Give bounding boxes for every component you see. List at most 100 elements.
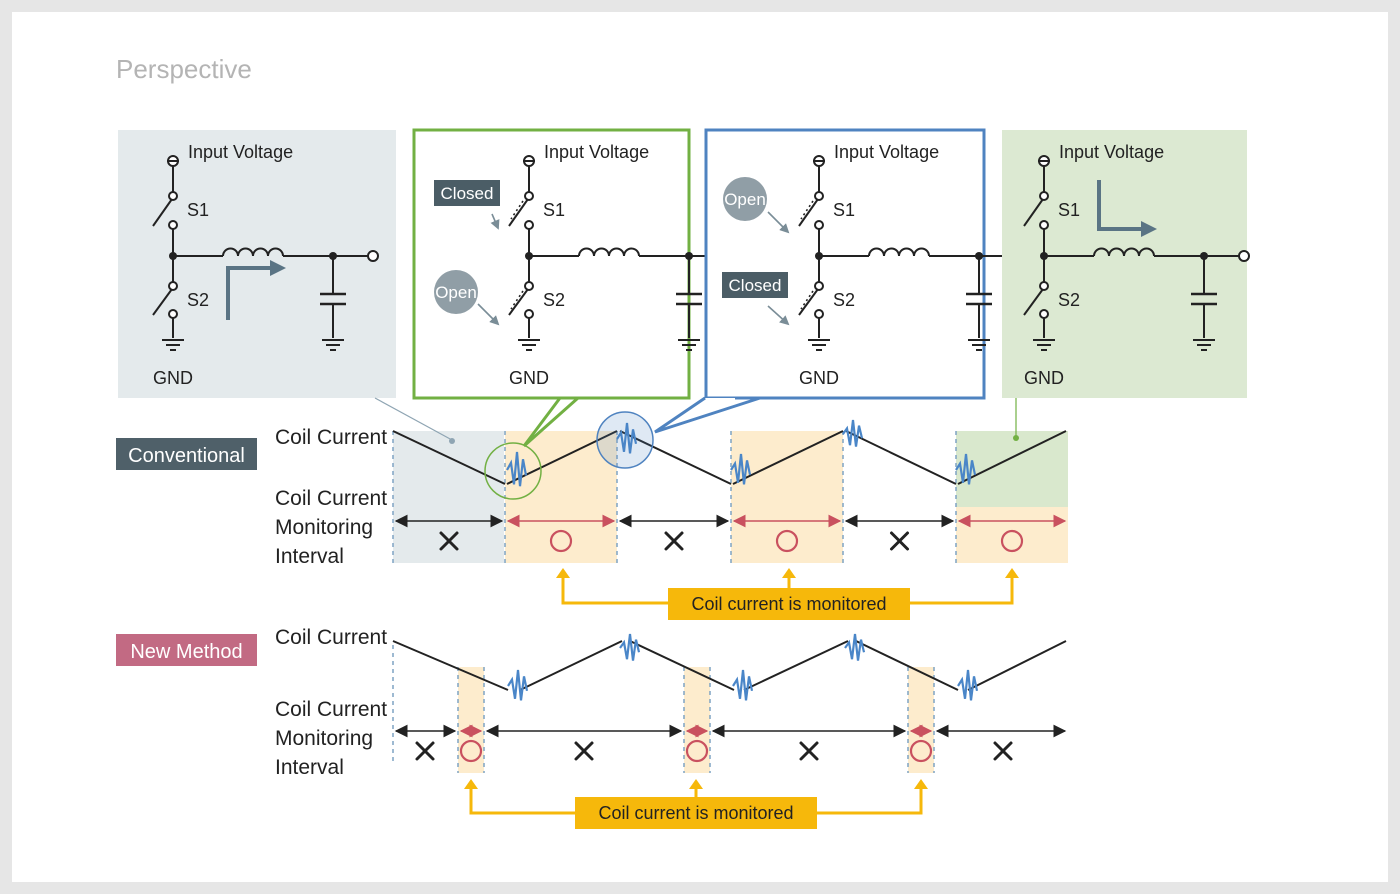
s1-label: S1 [833,200,855,220]
input-voltage-label: Input Voltage [1059,142,1164,162]
s2-blade [1023,288,1044,316]
s1-label: S1 [1058,200,1080,220]
monitored-bracket-arrowhead [782,568,796,578]
ringing-spike [507,669,529,701]
not-monitored-mark [890,531,909,551]
conventional-monitored-text: Coil current is monitored [691,594,886,614]
not-monitored-mark [574,741,594,761]
coil-current-waveform [392,640,1067,691]
ringing-spike [730,453,752,485]
conventional-coil-current-label: Coil Current [275,426,387,449]
monitored-bracket-arrowhead [689,779,703,789]
inductor-coil [578,247,640,257]
not-monitored-mark [664,531,684,551]
new-method-tag-label: New Method [130,641,242,663]
s2-label: S2 [833,290,855,310]
gnd-label: GND [509,368,549,388]
conventional-tag [116,438,257,470]
output-terminal [1238,250,1250,262]
s2-blade [152,288,173,316]
ringing-spike [619,633,641,661]
s1-top-contact [814,191,824,201]
closed-badge [434,180,500,206]
new-method-tag [116,634,257,666]
gray-callout-dot [449,438,455,444]
conventional-section: Conventional Coil Current Coil Current M… [116,426,387,568]
s1-blade [508,198,529,227]
green-callout-pointer [522,396,582,448]
inductor-coil [222,247,284,257]
monitored-bracket-arrowhead [914,779,928,789]
ringing-spike [844,633,866,661]
input-voltage-label: Input Voltage [834,142,939,162]
panel-s2-on-box [1002,130,1247,398]
gnd-label: GND [1024,368,1064,388]
closed-badge-pointer [767,305,790,326]
closed-badge-label: Closed [729,276,782,295]
monitored-mark [1000,529,1024,553]
ringing-spike [957,669,979,701]
s2-top-contact [524,281,534,291]
s2-bottom-contact [1039,309,1049,319]
blue-highlight-circle [596,411,654,469]
input-voltage-label: Input Voltage [188,142,293,162]
new-method-section: New Method Coil Current Coil Current Mon… [116,626,387,779]
monitored-interval-shade [956,507,1068,563]
conventional-tag-label: Conventional [128,445,245,467]
gnd-label: GND [153,368,193,388]
monitored-mark [909,739,933,763]
s1-top-contact [524,191,534,201]
ringing-spike [616,422,638,454]
monitored-mark [775,529,799,553]
green-callout-dot [1013,435,1019,441]
s1-dotted-hint [800,200,814,220]
s1-top-contact [1039,191,1049,201]
gnd-label: GND [799,368,839,388]
monitored-mark [549,529,573,553]
open-badge [723,177,767,221]
new-method-monitored-text: Coil current is monitored [598,803,793,823]
s1-bottom-contact [814,220,824,230]
s2-dotted-hint [800,290,814,310]
new-method-monitoring-line-2: Monitoring [275,727,373,750]
s2-label: S2 [187,290,209,310]
s2-label: S2 [543,290,565,310]
s2-dotted-hint [510,290,524,310]
s2-bottom-contact [814,309,824,319]
ringing-spike [732,669,754,701]
gray-callout-leader [374,397,453,441]
monitored-mark [459,739,483,763]
s1-dotted-hint [510,200,524,220]
coil-current-waveform [392,430,1067,485]
monitored-bracket-left [561,572,668,605]
new-method-monitoring-line-1: Coil Current [275,698,387,721]
monitored-bracket-right [910,572,1014,605]
closed-badge-label: Closed [441,184,494,203]
conventional-monitoring-line-1: Coil Current [275,487,387,510]
s2-top-contact [814,281,824,291]
ringing-spike [842,419,864,447]
open-badge-pointer [767,211,790,234]
s2-label: S2 [1058,290,1080,310]
inductor-coil [1093,247,1155,257]
s1-blade [152,198,173,227]
monitored-bracket-right [817,784,923,815]
s1-top-contact [168,191,178,201]
conventional-monitored-callout [668,588,910,620]
s2-bottom-contact [168,309,178,319]
monitored-bracket-left [469,784,575,815]
panel-s1-closing-box [412,128,691,400]
new-method-monitoring-line-3: Interval [275,756,344,779]
monitored-bracket-arrowhead [1005,568,1019,578]
current-direction-arrow [226,260,286,320]
closed-badge-pointer [490,213,500,230]
conventional-monitoring-line-3: Interval [275,545,344,568]
open-badge-label: Open [435,283,477,302]
output-terminal [367,250,379,262]
open-badge-label: Open [724,190,766,209]
